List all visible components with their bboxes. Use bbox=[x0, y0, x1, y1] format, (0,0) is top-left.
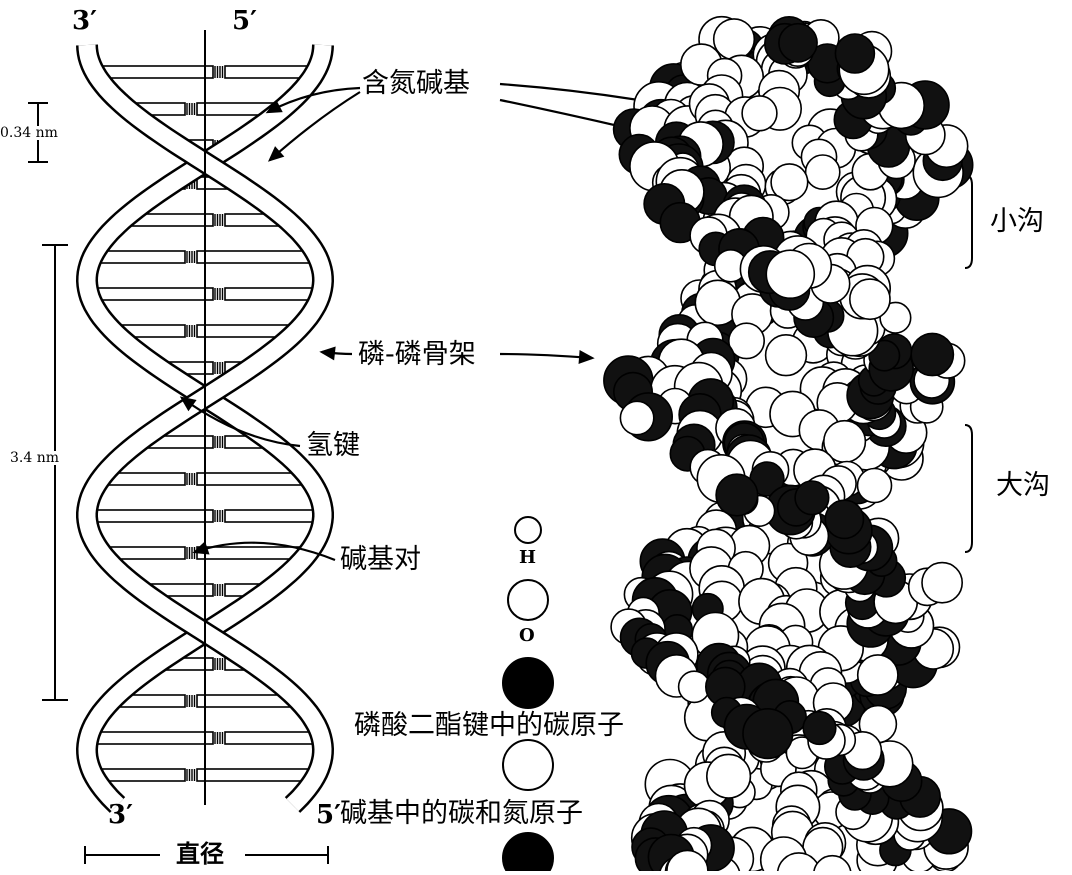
strand-a-fill bbox=[78, 44, 332, 812]
base-atom bbox=[856, 467, 893, 504]
phosphodiester-carbon-icon bbox=[502, 657, 554, 709]
strand-end-top-left: 3′ bbox=[72, 6, 97, 36]
hydrogen-symbol: H bbox=[519, 547, 537, 568]
pitch-label: 3.4 nm bbox=[10, 450, 60, 466]
base-atom bbox=[619, 400, 655, 436]
space-filling-model bbox=[603, 15, 974, 875]
hydrogen-bond-arrow bbox=[179, 396, 301, 448]
backbone-atom bbox=[824, 499, 865, 540]
base-arrow-1 bbox=[265, 86, 361, 114]
backbone-atom bbox=[794, 480, 830, 516]
strand-end-bottom-right: 5′ bbox=[316, 800, 341, 830]
base-atom bbox=[712, 18, 756, 61]
phosphorus-atom-icon bbox=[502, 832, 554, 875]
backbone-atom bbox=[834, 33, 876, 74]
base-atom bbox=[705, 753, 752, 799]
oxygen-symbol: O bbox=[519, 625, 535, 646]
base-pair-arrow bbox=[192, 541, 336, 562]
groove-brackets bbox=[964, 174, 973, 553]
base-pair-label: 碱基对 bbox=[340, 544, 421, 575]
hydrogen-atom-icon bbox=[514, 516, 542, 544]
base-arrow-2 bbox=[267, 91, 361, 162]
base-atom bbox=[856, 654, 899, 696]
base-pair-rung bbox=[91, 250, 319, 264]
backbone-atom bbox=[910, 332, 955, 377]
backbone-arrow-left bbox=[319, 346, 353, 361]
backbone-atom bbox=[715, 473, 759, 517]
base-atom bbox=[804, 154, 841, 191]
hydrogen-bond-label: 氢键 bbox=[306, 430, 360, 461]
base-atom bbox=[849, 278, 891, 321]
base-atom bbox=[765, 249, 816, 300]
backbone-arrow-right bbox=[499, 350, 595, 364]
phosphodiester-carbon-label: 磷酸二酯键中的碳原子 bbox=[354, 710, 624, 741]
strand-end-bottom-left: 3′ bbox=[108, 800, 133, 830]
dimension-markers bbox=[28, 102, 329, 864]
minor-groove-label: 小沟 bbox=[990, 206, 1044, 237]
backbone-atom bbox=[778, 22, 818, 63]
base-carbon-nitrogen-icon bbox=[502, 739, 554, 791]
base-atom bbox=[921, 561, 964, 604]
backbone-label: 磷-磷骨架 bbox=[358, 339, 476, 370]
major-groove-label: 大沟 bbox=[996, 470, 1050, 501]
diameter-label: 直径 bbox=[176, 840, 224, 868]
base-atom bbox=[764, 334, 808, 377]
oxygen-atom-icon bbox=[507, 579, 549, 621]
strand-b-fill bbox=[78, 44, 332, 812]
backbone-atom bbox=[742, 707, 794, 760]
base-atom bbox=[741, 95, 778, 132]
sugar-phosphate-backbone bbox=[75, 44, 335, 813]
base-pair-rung bbox=[99, 472, 311, 486]
atom-legend bbox=[502, 516, 554, 875]
base-pair-rung bbox=[88, 287, 322, 301]
nitrogenous-base-label: 含氮碱基 bbox=[362, 68, 470, 99]
base-atom bbox=[727, 322, 765, 360]
base-carbon-nitrogen-label: 碱基中的碳和氮原子 bbox=[340, 798, 583, 829]
base-pair-rung bbox=[87, 731, 323, 745]
base-spacing-label: 0.34 nm bbox=[0, 125, 58, 141]
strand-end-top-right: 5′ bbox=[232, 6, 257, 36]
backbone-atom bbox=[802, 710, 837, 746]
base-atom bbox=[770, 163, 809, 202]
